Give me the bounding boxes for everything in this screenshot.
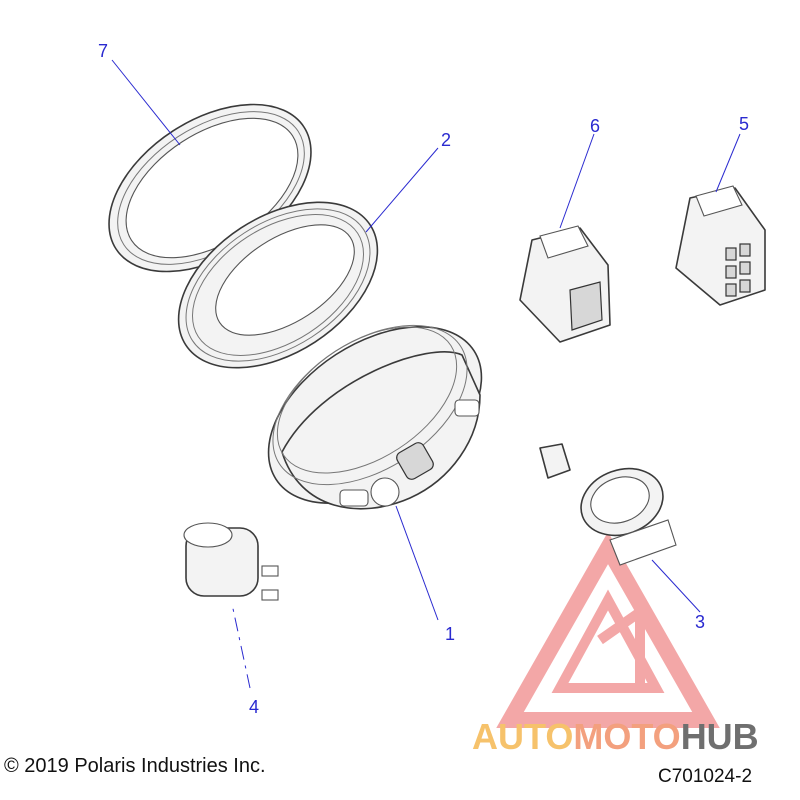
callout-2: 2 <box>441 130 451 150</box>
rocker-switch-part <box>519 225 611 343</box>
watermark-moto: MOTO <box>573 716 681 757</box>
callout-6: 6 <box>590 116 600 136</box>
leader-1 <box>395 505 439 621</box>
callout-7: 7 <box>98 41 108 61</box>
callout-1: 1 <box>445 624 455 644</box>
leader-4 <box>231 603 251 689</box>
watermark-logo <box>496 531 720 728</box>
callout-5: 5 <box>739 114 749 134</box>
seal-sleeve-part <box>177 201 379 369</box>
leader-2 <box>365 147 439 233</box>
rocker-switch-terminals-part <box>675 185 766 306</box>
leader-6 <box>559 133 595 229</box>
callout-4: 4 <box>249 697 259 717</box>
leader-3 <box>651 559 701 613</box>
power-outlet-part <box>183 522 279 601</box>
gauge-body-part <box>267 324 483 510</box>
ignition-switch-part <box>539 443 677 566</box>
leader-5 <box>715 133 741 193</box>
watermark-auto: AUTO <box>472 716 574 757</box>
copyright-text: © 2019 Polaris Industries Inc. <box>4 755 266 777</box>
watermark-hub: HUB <box>680 716 759 757</box>
watermark-text: AUTOMOTOHUB <box>472 716 759 758</box>
figure-code: C701024-2 <box>658 766 753 787</box>
leader-7 <box>111 59 181 146</box>
callout-3: 3 <box>695 612 705 632</box>
leader-lines <box>111 59 741 689</box>
